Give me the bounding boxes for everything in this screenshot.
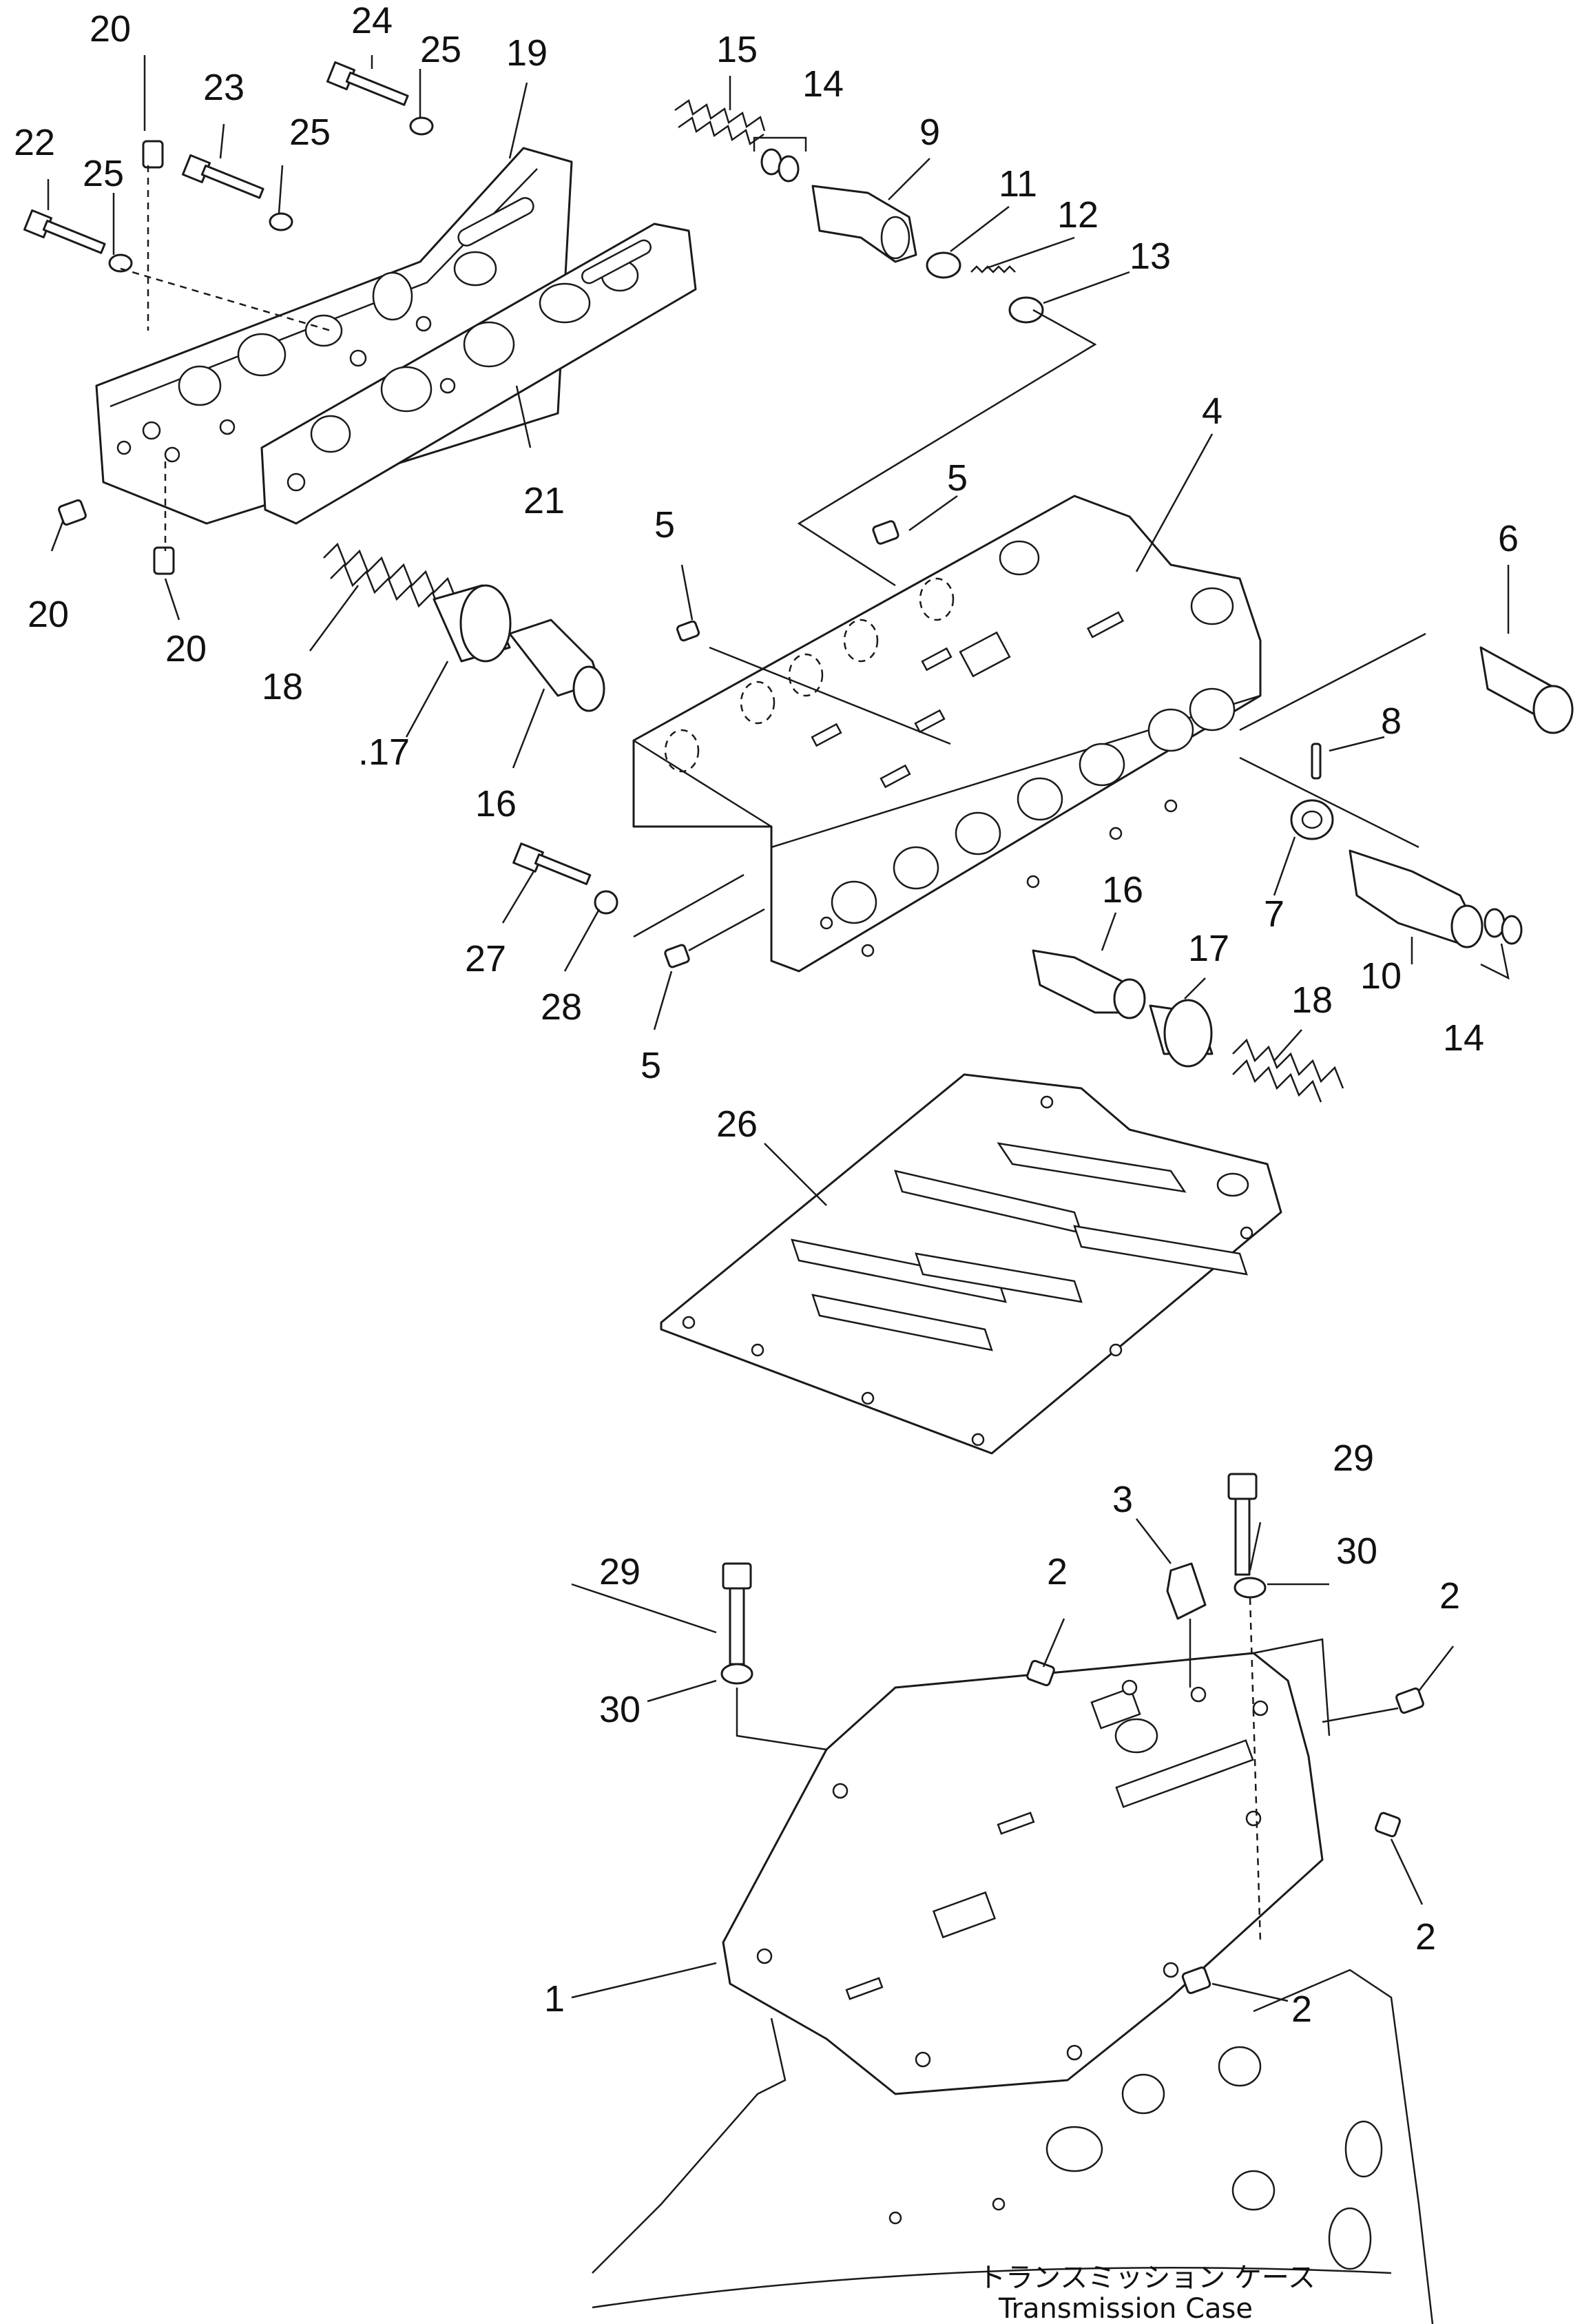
spool-16-left xyxy=(508,619,605,712)
callout-17-left: .17 xyxy=(358,732,410,773)
callout-25-top: 25 xyxy=(420,29,461,70)
spring-18-right xyxy=(1232,1038,1344,1103)
callout-1: 1 xyxy=(544,1978,565,2020)
callout-22: 22 xyxy=(14,122,55,163)
callout-25-mid: 25 xyxy=(289,112,331,153)
bolt-27 xyxy=(512,842,592,885)
valve-body-4 xyxy=(632,495,1262,973)
callout-9: 9 xyxy=(919,112,940,153)
valve-3 xyxy=(1166,1562,1207,1620)
piston-11 xyxy=(926,251,961,279)
callout-29-left: 29 xyxy=(599,1551,641,1592)
bolt-29-left xyxy=(722,1562,752,1666)
spring-12 xyxy=(970,265,1016,273)
washer-30-right xyxy=(1234,1577,1267,1599)
case-caption: トランスミッション ケース Transmission Case xyxy=(978,2262,1315,2324)
callout-20-low: 20 xyxy=(165,628,207,670)
callout-20-left: 20 xyxy=(28,594,69,635)
callout-5-mid: 5 xyxy=(654,504,675,546)
piston-10 xyxy=(1349,849,1484,948)
callout-27: 27 xyxy=(465,938,506,979)
callout-7: 7 xyxy=(1264,893,1284,935)
callout-29-right: 29 xyxy=(1333,1438,1374,1479)
callout-19: 19 xyxy=(506,32,548,74)
callout-18-left: 18 xyxy=(262,666,303,707)
bolt-22 xyxy=(23,209,106,254)
callout-14-right: 14 xyxy=(1443,1017,1484,1059)
callout-2-d: 2 xyxy=(1291,1989,1312,2030)
pin-8 xyxy=(1311,743,1322,780)
callout-13: 13 xyxy=(1130,236,1171,277)
callout-11: 11 xyxy=(999,163,1037,205)
caption-japanese: トランスミッション ケース xyxy=(978,2262,1315,2294)
sleeve-17-right xyxy=(1149,999,1214,1068)
callout-25-left: 25 xyxy=(83,153,124,194)
plug-13 xyxy=(1008,296,1044,324)
spool-16-right xyxy=(1032,949,1146,1019)
transmission-case xyxy=(592,1969,1434,2324)
callout-4: 4 xyxy=(1202,391,1222,432)
callout-16-right: 16 xyxy=(1102,869,1143,911)
plugs-5 xyxy=(664,520,899,968)
bolt-23 xyxy=(181,154,264,199)
callout-20-top: 20 xyxy=(90,8,131,50)
caption-english: Transmission Case xyxy=(998,2293,1253,2324)
callout-5-low: 5 xyxy=(641,1045,661,1086)
bolt-29-right xyxy=(1227,1473,1258,1576)
gasket-21 xyxy=(260,222,697,525)
callout-3: 3 xyxy=(1112,1479,1133,1520)
callout-23: 23 xyxy=(203,67,244,108)
washer-28 xyxy=(594,890,618,915)
callout-2-a: 2 xyxy=(1047,1551,1068,1592)
callout-labels: 20 24 25 19 23 25 22 25 15 14 9 11 12 13… xyxy=(14,0,1519,2030)
callout-2-b: 2 xyxy=(1439,1575,1460,1617)
callout-28: 28 xyxy=(541,986,582,1028)
collar-7 xyxy=(1290,799,1334,840)
retainers-14-top xyxy=(760,148,800,183)
callout-14-top: 14 xyxy=(802,63,844,105)
spring-15 xyxy=(674,98,766,146)
assembly-lines xyxy=(120,165,1426,1943)
separator-plate-26 xyxy=(660,1073,1282,1455)
callout-10: 10 xyxy=(1360,955,1402,997)
callout-17-right: 17 xyxy=(1188,928,1229,969)
spring-18-left xyxy=(323,542,457,614)
callout-21: 21 xyxy=(523,480,565,521)
callout-16-left: 16 xyxy=(475,783,517,824)
callout-30-right: 30 xyxy=(1336,1531,1377,1572)
callout-2-c: 2 xyxy=(1415,1916,1436,1958)
sleeve-17-left xyxy=(433,584,512,663)
lower-valve-body-1 xyxy=(722,1638,1331,2095)
bolt-24 xyxy=(326,61,409,106)
callout-6: 6 xyxy=(1498,518,1519,559)
callout-12: 12 xyxy=(1057,194,1099,236)
washer-30-left xyxy=(720,1663,753,1685)
callout-leaders xyxy=(47,55,1510,2002)
callout-18-right: 18 xyxy=(1291,979,1333,1021)
callout-26: 26 xyxy=(716,1103,758,1145)
callout-8: 8 xyxy=(1381,701,1402,742)
plugs-20 xyxy=(58,140,175,575)
retainers-14-right xyxy=(1484,908,1523,945)
callout-24: 24 xyxy=(351,0,393,41)
valve-spool-9 xyxy=(811,185,917,263)
sleeve-6 xyxy=(1479,646,1574,734)
callout-30-left: 30 xyxy=(599,1689,641,1730)
callout-5-top: 5 xyxy=(947,457,968,499)
plugs-2 xyxy=(1026,1659,1424,1995)
washers-25 xyxy=(108,116,434,273)
callout-15: 15 xyxy=(716,29,758,70)
